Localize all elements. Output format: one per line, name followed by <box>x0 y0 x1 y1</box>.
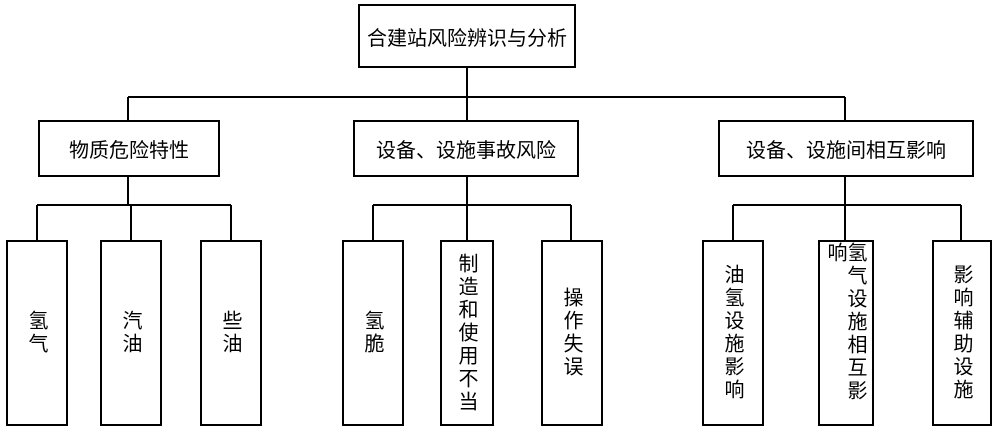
leaf-node-3-3: 影响辅助设施 <box>932 240 992 426</box>
category-node-1-label: 物质危险特性 <box>69 138 189 162</box>
leaf-node-1-1-label: 氢气 <box>25 310 49 356</box>
leaf-node-1-3: 些油 <box>200 240 262 426</box>
leaf-node-3-2-label: 氢气设施相互影响 <box>824 242 868 403</box>
category-node-2: 设备、设施事故风险 <box>353 120 579 177</box>
leaf-node-2-1-label: 氢脆 <box>361 310 385 356</box>
leaf-node-1-1: 氢气 <box>6 240 68 426</box>
leaf-node-3-3-label: 影响辅助设施 <box>950 264 974 402</box>
category-node-3-label: 设备、设施间相互影响 <box>746 138 946 162</box>
leaf-node-3-2: 氢气设施相互影响 <box>818 240 874 426</box>
leaf-node-1-2: 汽油 <box>100 240 162 426</box>
category-node-1: 物质危险特性 <box>38 120 220 177</box>
leaf-node-2-3: 操作失误 <box>541 240 603 426</box>
leaf-node-1-2-label: 汽油 <box>119 310 143 356</box>
leaf-node-3-1-label: 油氢设施影响 <box>721 264 745 402</box>
root-node-label: 合建站风险辨识与分析 <box>367 25 567 50</box>
leaf-node-1-3-label: 些油 <box>219 310 243 356</box>
leaf-node-2-3-label: 操作失误 <box>560 287 584 379</box>
leaf-node-2-1: 氢脆 <box>342 240 404 426</box>
root-node: 合建站风险辨识与分析 <box>358 4 576 68</box>
category-node-2-label: 设备、设施事故风险 <box>376 138 556 162</box>
leaf-node-2-2: 制造和使用不当 <box>440 240 494 426</box>
leaf-node-3-1: 油氢设施影响 <box>702 240 764 426</box>
leaf-node-2-2-label: 制造和使用不当 <box>455 252 479 414</box>
category-node-3: 设备、设施间相互影响 <box>718 120 974 177</box>
